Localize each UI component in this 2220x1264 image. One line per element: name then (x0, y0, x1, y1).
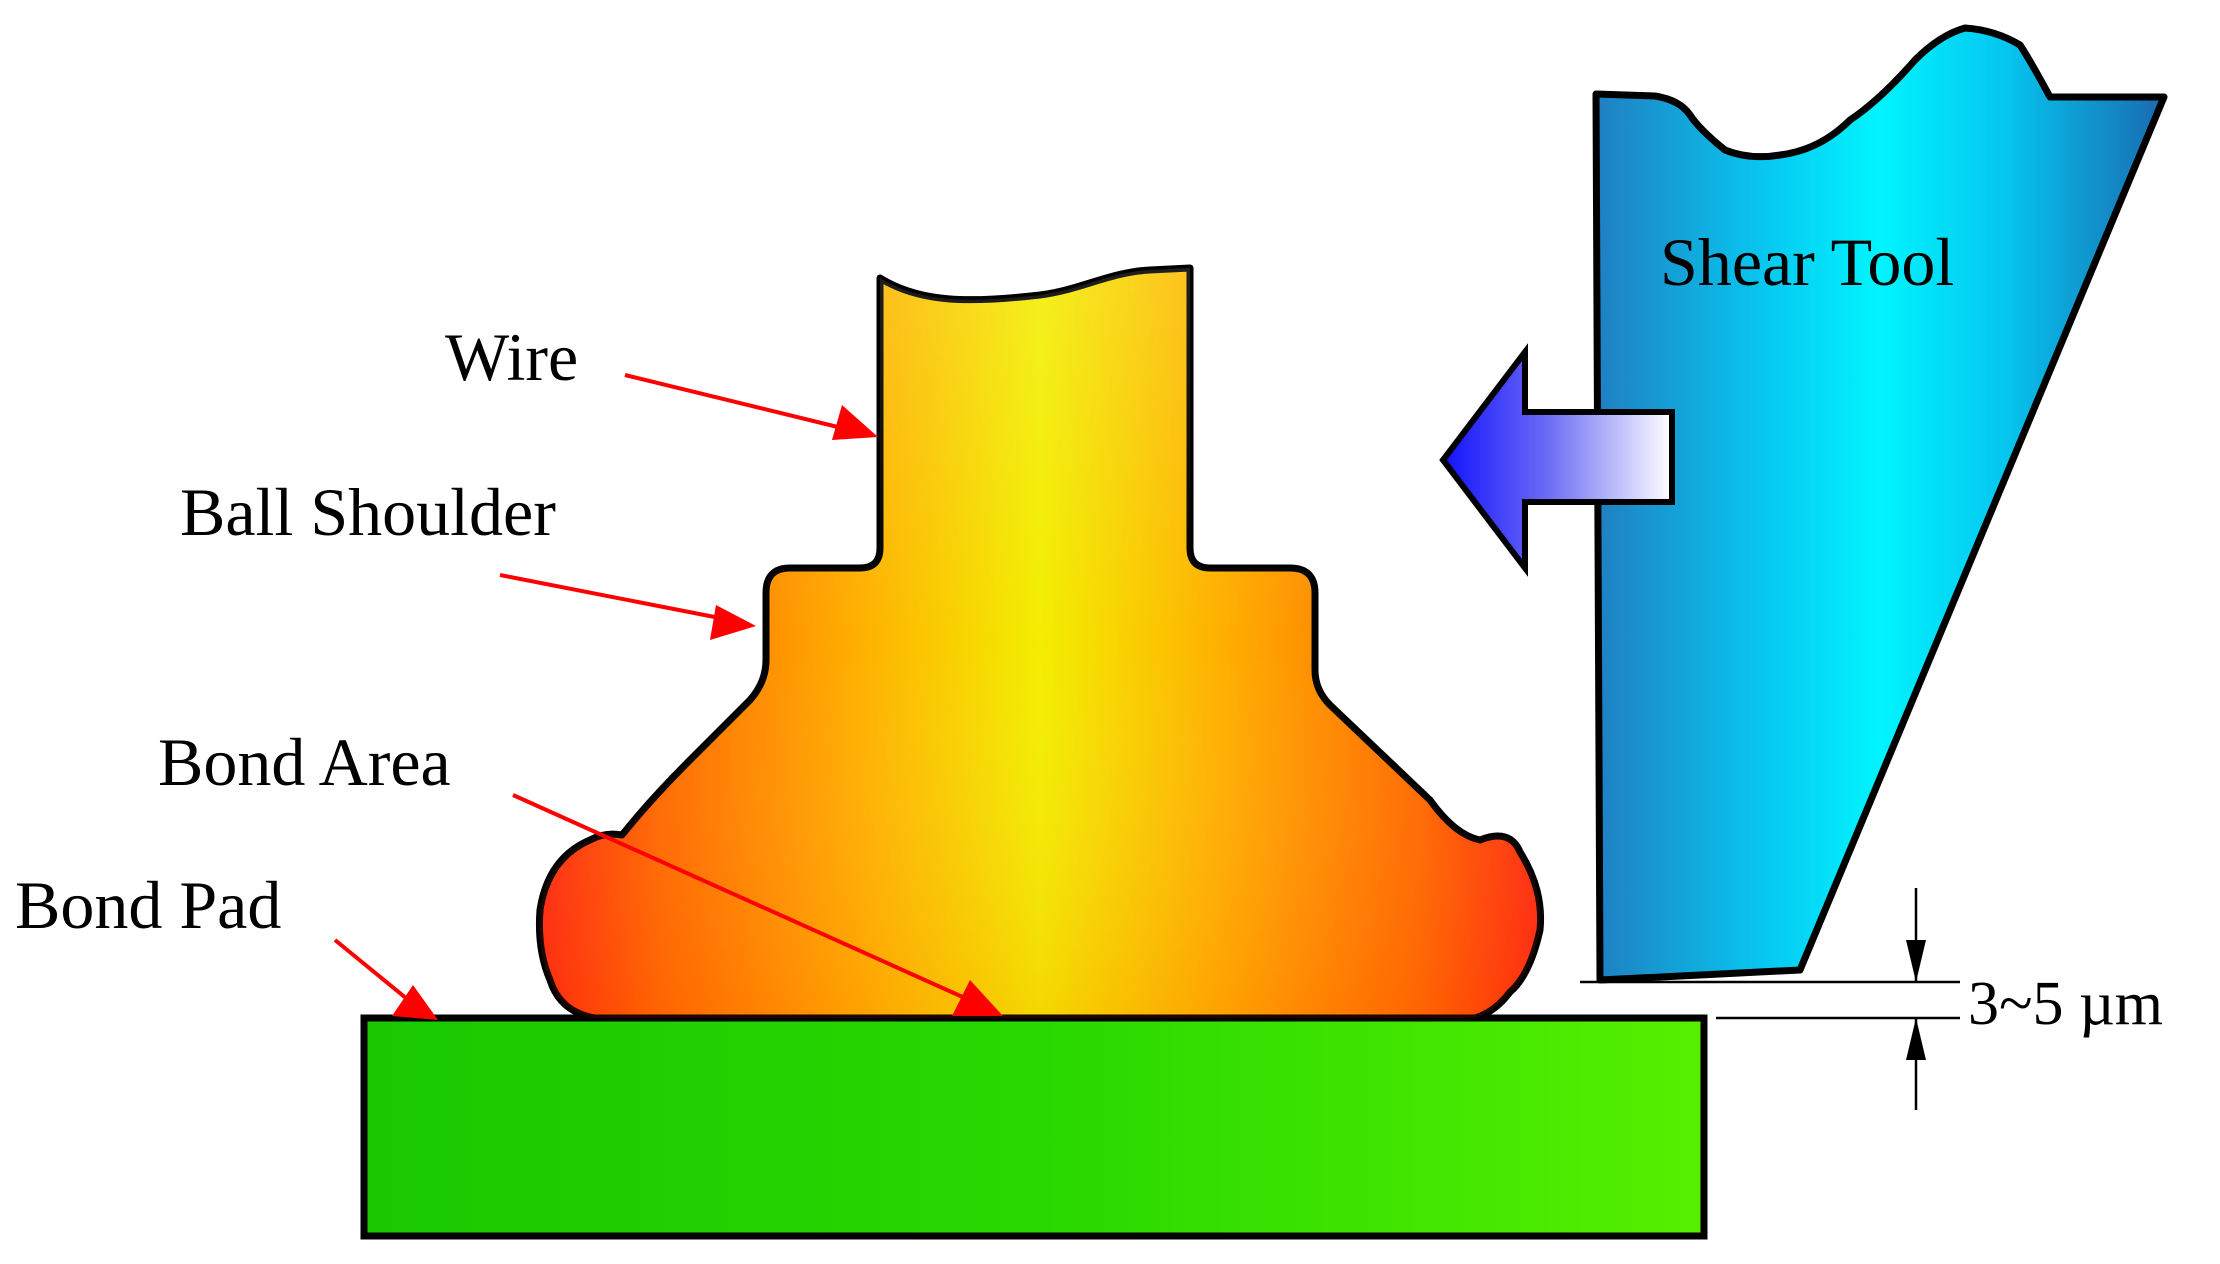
bond-area-pointer (512, 793, 977, 1005)
bond-area-label: Bond Area (158, 724, 451, 800)
gap-label: 3~5 µm (1968, 970, 2163, 1038)
pointer-arrows (333, 373, 1003, 1020)
gap-dimension (1580, 888, 1960, 1110)
bond-pad-pointer (333, 938, 414, 1005)
bond-pad (360, 1014, 1708, 1240)
shear-direction-arrow (1439, 343, 1675, 577)
ball-bond-shading (539, 268, 1541, 1018)
ball-shoulder-label: Ball Shoulder (180, 474, 556, 550)
wire-pointer (624, 373, 851, 432)
ball-shoulder-pointer (499, 573, 731, 622)
bond-pad-label: Bond Pad (15, 867, 281, 943)
wire-label: Wire (445, 319, 578, 395)
shear-tool-label: Shear Tool (1660, 224, 1954, 300)
shear-tool (1592, 24, 2168, 984)
